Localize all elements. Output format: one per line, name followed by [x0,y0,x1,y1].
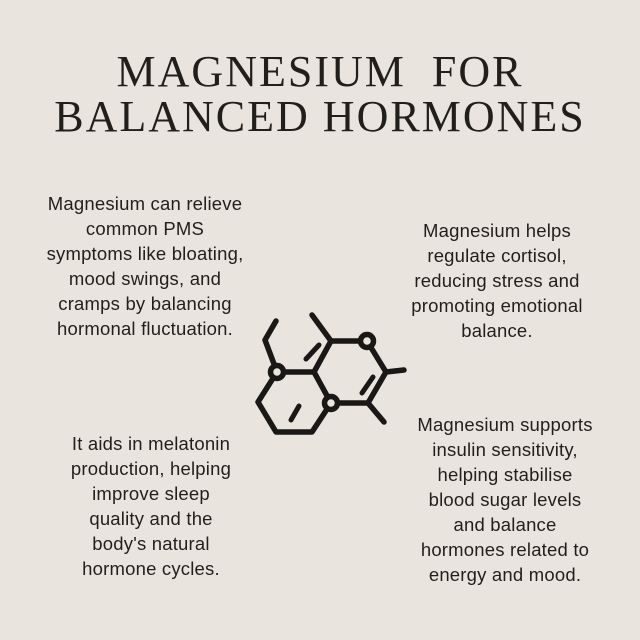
methyl-branch-top [309,312,334,344]
atom-circle-bottom [321,393,341,413]
ethyl-branch [262,318,280,375]
fact-insulin-sensitivity: Magnesium supports insulin sensitivity, … [417,414,593,585]
atom-circles [267,331,377,413]
methyl-branch-bottom [365,400,387,425]
fact-cortisol-regulation: Magnesium helps regulate cortisol, reduc… [411,220,583,341]
double-bond-marks [288,342,376,423]
molecule-bonds [255,312,407,435]
hexagon-ring-right [311,338,389,406]
atom-circle-top-right [357,331,377,351]
page-title: MAGNESIUM FOR BALANCED HORMONES [54,47,586,141]
fact-pms-relief: Magnesium can relieve common PMS symptom… [46,193,244,339]
fact-melatonin-sleep: It aids in melatonin production, helping… [70,433,232,579]
hexagon-ring-left [255,369,334,435]
atom-circle-left [267,362,287,382]
methyl-branch-right [383,367,407,375]
